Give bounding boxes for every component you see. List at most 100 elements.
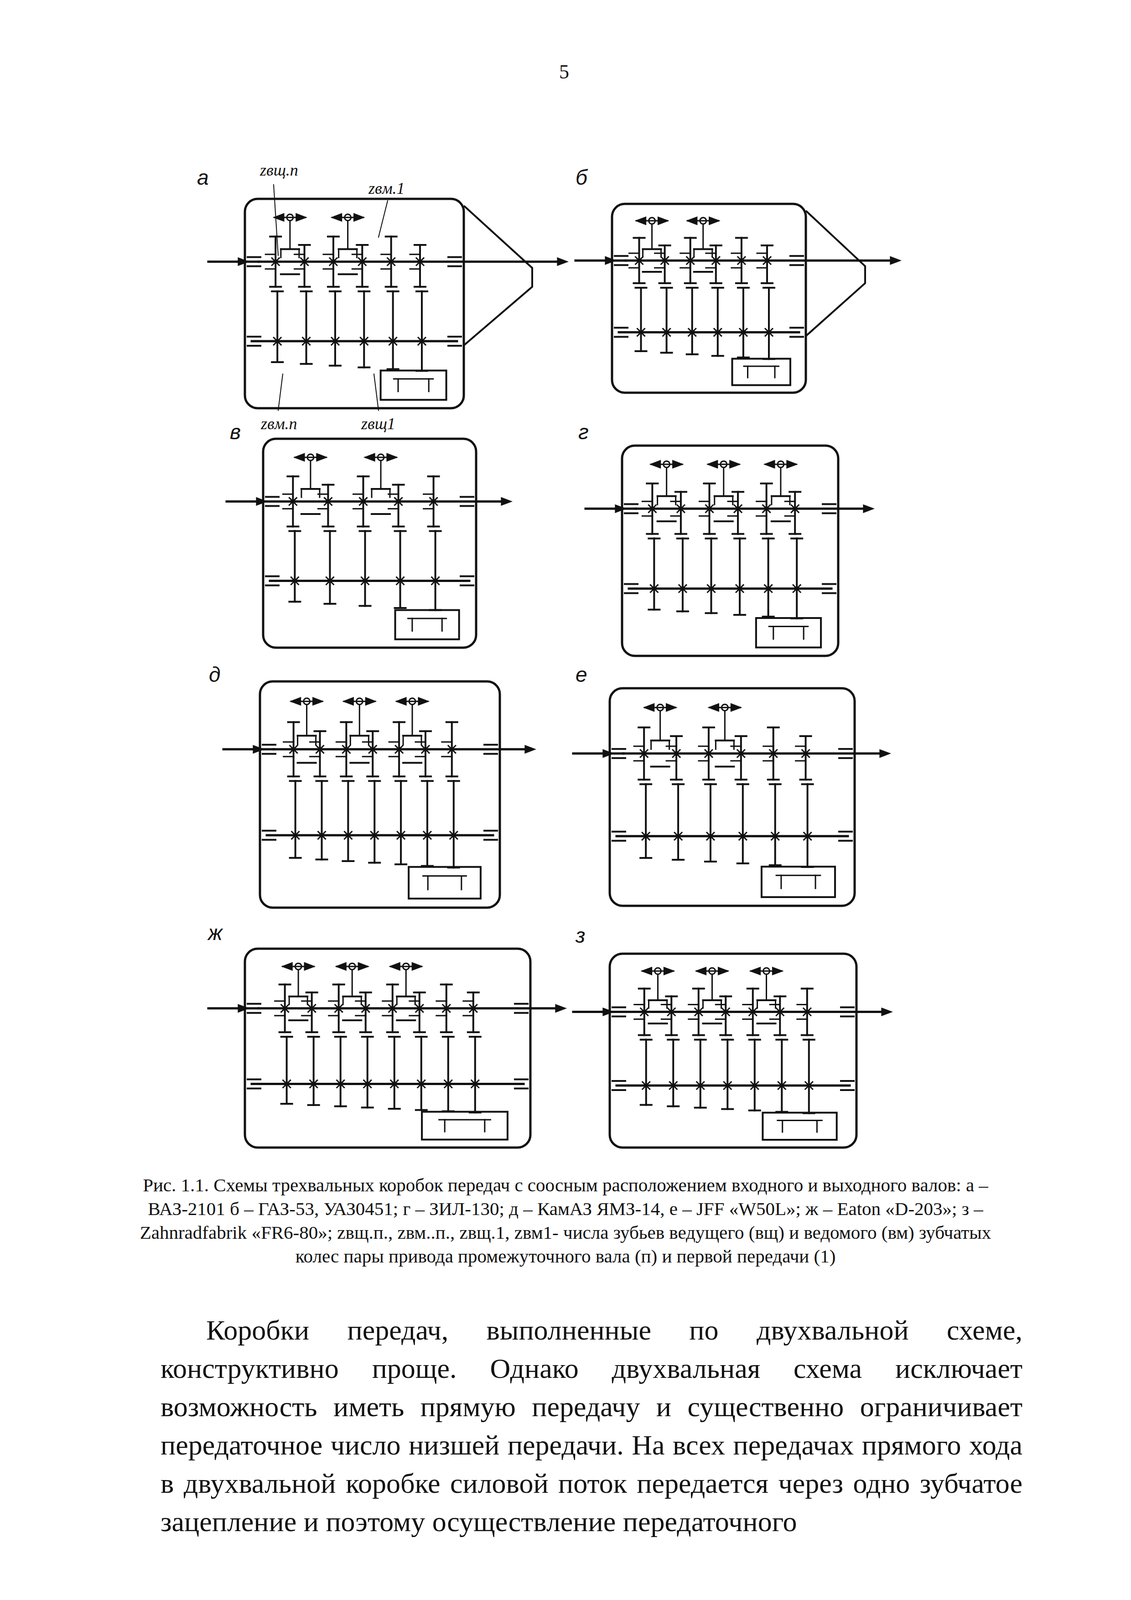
- gear-mount: [394, 497, 403, 505]
- gear-hub: [666, 745, 677, 748]
- gear-hub: [688, 1003, 699, 1006]
- bearing: [612, 1079, 626, 1082]
- shift-fork: [358, 704, 361, 736]
- gear-mount: [802, 749, 810, 758]
- gear-wheel: [393, 1036, 396, 1109]
- gear-rim: [646, 482, 658, 485]
- synchronizer: [315, 735, 317, 745]
- shift-fork: [779, 466, 782, 497]
- input-shaft: [575, 259, 626, 262]
- synchronizer: [298, 249, 300, 258]
- gear-rim: [393, 525, 405, 528]
- reverse-idler: [747, 366, 749, 378]
- gear-rim: [672, 858, 684, 861]
- shift-arrow: [357, 961, 370, 971]
- gear-rim: [670, 735, 682, 737]
- gear-mount: [281, 1004, 289, 1012]
- shift-arrow: [312, 696, 325, 706]
- gear-hub: [763, 760, 774, 762]
- gear-hub: [323, 268, 334, 270]
- synchronizer: [651, 765, 670, 768]
- gear-wheel: [472, 992, 475, 1033]
- gear-rim: [342, 779, 354, 782]
- gear-mount: [337, 1079, 345, 1088]
- gear-rim: [774, 1034, 786, 1037]
- reverse-idler: [428, 378, 430, 392]
- gear-mount: [679, 584, 687, 592]
- gear-mount: [363, 1079, 372, 1088]
- gear-rim: [395, 863, 407, 866]
- input-arrow: [252, 744, 265, 754]
- gear-mount: [342, 745, 350, 753]
- gear-wheel: [447, 1036, 450, 1111]
- synchronizer: [360, 996, 363, 1005]
- gear-rim: [721, 1038, 733, 1041]
- gear-rim: [367, 775, 379, 778]
- gear-mount: [661, 256, 669, 265]
- gear-rim: [446, 721, 458, 723]
- gear-wheel: [361, 244, 364, 287]
- gear-rim: [800, 778, 812, 781]
- gear-rim: [428, 475, 440, 478]
- shift-arrow: [394, 696, 407, 706]
- synchronizer: [414, 996, 416, 1005]
- bearing: [840, 1079, 854, 1082]
- gear-hub: [362, 741, 373, 743]
- gear-wheel: [363, 291, 365, 368]
- gear-hub: [763, 745, 774, 748]
- shift-fork: [309, 460, 312, 489]
- bearing: [822, 591, 836, 594]
- bearing: [614, 336, 628, 338]
- gear-mount: [751, 1081, 759, 1090]
- gear-mount: [739, 832, 747, 840]
- gear-mount: [281, 1004, 289, 1012]
- gear-hub: [757, 267, 768, 269]
- gear-rim: [394, 607, 406, 609]
- gear-rim: [356, 243, 368, 246]
- countershaft: [251, 340, 457, 343]
- gear-mount: [271, 258, 280, 266]
- gear-rim: [693, 987, 705, 990]
- panel-letter: в: [229, 419, 241, 445]
- gear-rim: [749, 1109, 761, 1112]
- synchronizer: [757, 1022, 776, 1025]
- gear-rim: [358, 290, 370, 293]
- shift-arrow: [786, 459, 799, 469]
- gear-rim: [693, 1034, 705, 1037]
- reverse-gear-box: [408, 866, 481, 899]
- gear-mount: [734, 504, 742, 513]
- gear-wheel: [753, 1039, 756, 1111]
- gear-rim: [695, 1106, 706, 1109]
- gear-rim: [393, 483, 405, 486]
- shift-arrow: [663, 966, 676, 976]
- gear-mount: [395, 745, 403, 753]
- gear-mount: [363, 1079, 372, 1088]
- reverse-idler: [777, 1119, 822, 1121]
- gearbox-housing: [244, 948, 531, 1148]
- gear-wheel: [319, 731, 322, 777]
- gear-rim: [279, 983, 291, 986]
- shift-arrow: [388, 961, 401, 971]
- gear-mount: [361, 576, 369, 585]
- bearing: [247, 265, 261, 268]
- gear-mount: [283, 1079, 291, 1088]
- gear-rim: [732, 533, 744, 535]
- gear-hub: [654, 252, 665, 255]
- gear-mount: [793, 584, 801, 592]
- gear-mount: [637, 328, 645, 337]
- shift-fork: [411, 704, 414, 736]
- bearing: [840, 1006, 854, 1009]
- synchronizer: [714, 520, 733, 523]
- gear-hub: [274, 1014, 286, 1017]
- gear-hub: [688, 1018, 699, 1020]
- gear-wheel: [420, 291, 423, 371]
- gear-mount: [389, 1004, 397, 1012]
- gear-wheel: [328, 530, 331, 604]
- gear-wheel: [311, 992, 313, 1033]
- gear-rim: [387, 290, 399, 293]
- gear-rim: [335, 1035, 347, 1038]
- synchronizer: [715, 739, 734, 742]
- gear-wheel: [363, 530, 366, 606]
- gear-rim: [288, 721, 300, 723]
- gear-rim: [712, 354, 724, 357]
